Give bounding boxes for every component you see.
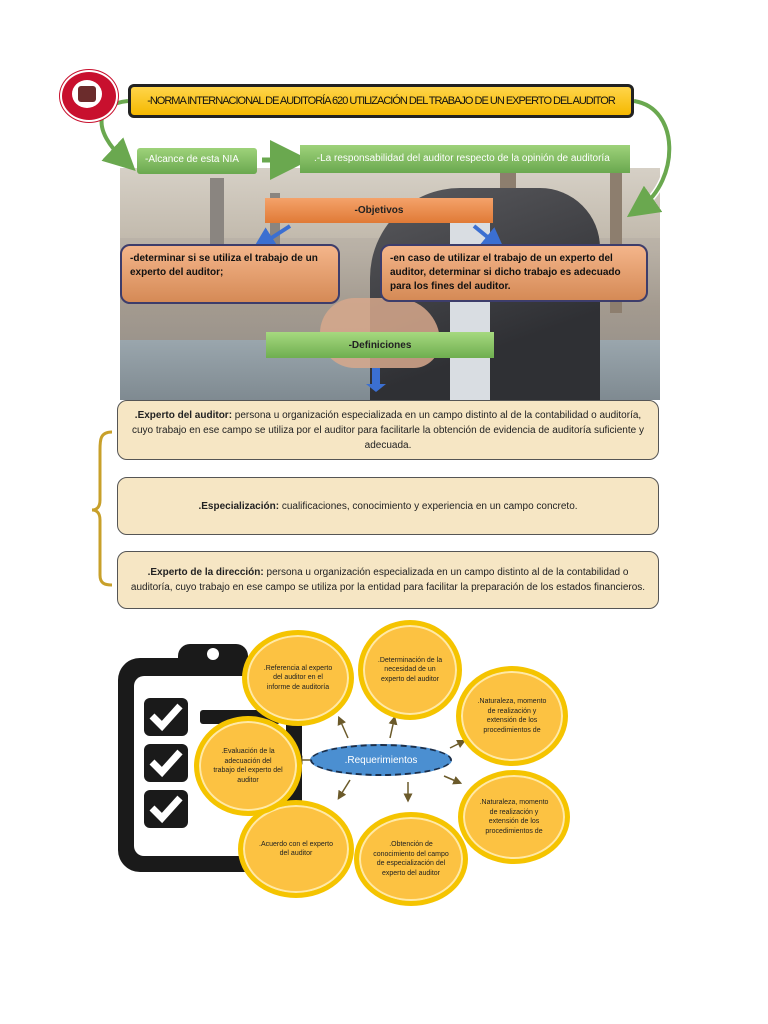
responsabilidad-label: .-La responsabilidad del auditor respect…	[300, 145, 630, 173]
requerimiento-circle: .Naturaleza, momento de realización y ex…	[456, 666, 568, 766]
objetivo-item: -en caso de utilizar el trabajo de un ex…	[380, 244, 648, 302]
requerimiento-circle: .Naturaleza, momento de realización y ex…	[458, 770, 570, 864]
requerimiento-circle: .Obtención de conocimiento del campo de …	[354, 812, 468, 906]
objetivos-header: -Objetivos	[265, 198, 493, 223]
definition-term: .Experto del auditor:	[134, 409, 233, 421]
definition-box: .Especialización: cualificaciones, conoc…	[117, 477, 659, 535]
objetivo-item: -determinar si se utiliza el trabajo de …	[120, 244, 340, 304]
requerimientos-center: .Requerimientos	[310, 744, 452, 776]
requerimiento-circle: .Referencia al experto del auditor en el…	[242, 630, 354, 726]
requerimiento-circle: .Acuerdo con el experto del auditor	[238, 800, 354, 898]
definition-text: persona u organización especializada en …	[130, 567, 646, 593]
university-seal-icon	[60, 70, 118, 122]
page-title: -NORMA INTERNACIONAL DE AUDITORÍA 620 UT…	[128, 84, 634, 118]
alcance-label: -Alcance de esta NIA	[137, 148, 257, 174]
definition-box: .Experto de la dirección: persona u orga…	[117, 551, 659, 609]
definition-text: cualificaciones, conocimiento y experien…	[279, 500, 578, 512]
definition-box: .Experto del auditor: persona u organiza…	[117, 400, 659, 460]
requerimiento-circle: .Determinación de la necesidad de un exp…	[358, 620, 462, 720]
definiciones-header: -Definiciones	[266, 332, 494, 358]
requerimiento-circle: .Evaluación de la adecuación del trabajo…	[194, 716, 302, 816]
definition-term: .Especialización:	[198, 500, 280, 512]
definition-term: .Experto de la dirección:	[147, 567, 264, 578]
definition-text: persona u organización especializada en …	[132, 409, 644, 451]
